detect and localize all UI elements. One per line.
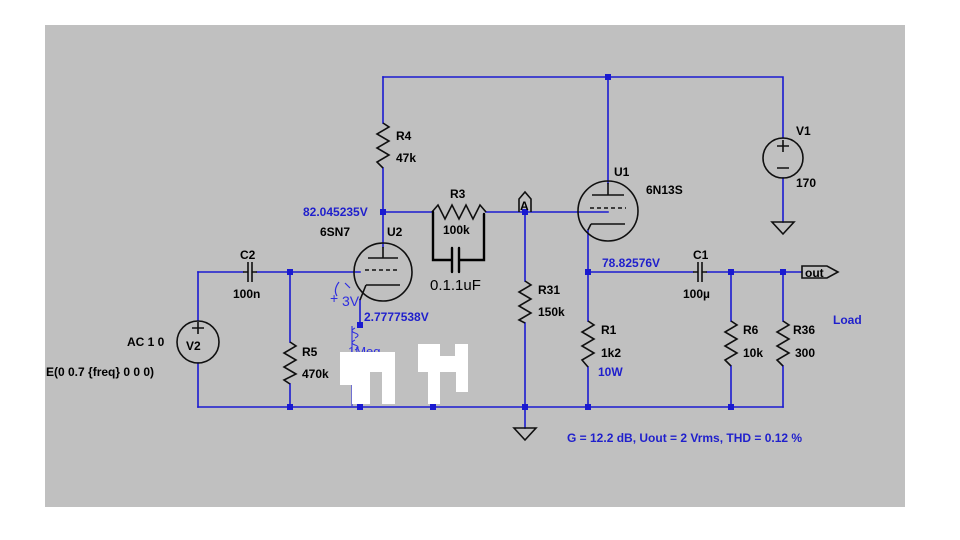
voltage-source-v2: V2 AC 1 0 E(0 0.7 {freq} 0 0 0) [46,320,220,379]
r1-value: 1k2 [601,346,621,360]
c2-label: C2 [240,248,256,262]
c1-label: C1 [693,248,709,262]
out-label: out [805,266,824,280]
u2-plate-voltage: 82.045235V [303,205,368,219]
r36-label: R36 [793,323,815,337]
v1-label: V1 [796,124,811,138]
r31-value: 150k [538,305,565,319]
hand-edits: + 3V 1Meg [330,281,468,406]
ground-icon [770,221,796,236]
c1-value: 100µ [683,287,710,301]
u2-cathode-voltage: 2.7777538V [364,310,429,324]
load-label: Load [833,313,862,327]
v2-expr: E(0 0.7 {freq} 0 0 0) [46,365,154,379]
r5-value: 470k [302,367,329,381]
v2-ac: AC 1 0 [127,335,165,349]
capacitor-hand-added: 0.1.1uF [430,210,486,294]
resistor-r4: R4 47k [375,122,416,169]
resistor-r31: R31 150k [517,280,565,324]
u2-model: 6SN7 [320,225,350,239]
c2-value: 100n [233,287,260,301]
capacitor-c2: C2 100n [233,248,260,301]
r4-value: 47k [396,151,416,165]
u2-label: U2 [387,225,403,239]
r36-value: 300 [795,346,815,360]
r4-label: R4 [396,129,412,143]
r6-value: 10k [743,346,763,360]
out-port: out [801,265,840,280]
capacitor-c1: C1 100µ [683,248,710,301]
u1-model: 6N13S [646,183,683,197]
resistor-r36: R36 300 [775,320,815,367]
v1-value: 170 [796,176,816,190]
v2-label: V2 [186,339,201,353]
resistor-r5: R5 470k [282,341,329,385]
hand-3v-plus: + [330,290,338,306]
voltage-source-v1: V1 170 [762,124,816,190]
r3-label: R3 [450,187,466,201]
r1-power: 10W [598,365,623,379]
triode-u1: U1 6N13S [577,165,683,242]
ground-icon [512,427,538,442]
u1-cathode-voltage: 78.82576V [602,256,660,270]
triode-u2: U2 6SN7 [320,225,413,302]
r1-label: R1 [601,323,617,337]
wires [197,76,803,429]
r3-value: 100k [443,223,470,237]
u1-label: U1 [614,165,630,179]
r31-label: R31 [538,283,560,297]
resistor-r6: R6 10k [723,320,763,367]
r5-label: R5 [302,345,318,359]
node-a-flag: A [518,190,532,213]
r6-label: R6 [743,323,759,337]
resistor-r1: R1 1k2 10W [580,320,623,379]
junction-dots [287,74,786,410]
schematic-canvas [45,25,905,507]
hand-3v: 3V [342,293,360,309]
node-a-label: A [520,199,529,213]
resistor-r3: R3 100k [431,187,487,237]
summary-annotation: G = 12.2 dB, Uout = 2 Vrms, THD = 0.12 % [567,431,802,445]
cap-added-value: 0.1.1uF [430,277,481,294]
